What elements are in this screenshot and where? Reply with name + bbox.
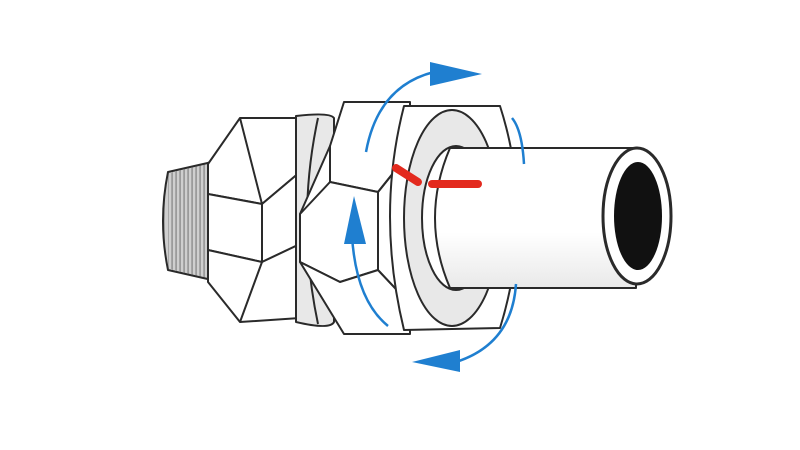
left-rotation-arrow [350, 235, 389, 327]
body-hex-nut [207, 117, 301, 323]
pipe-bore [614, 162, 662, 270]
top-arrowhead [430, 62, 482, 86]
inserted-pipe [434, 146, 673, 289]
top-rotation-arrow [364, 70, 435, 153]
right-rotation-arrow [511, 117, 526, 165]
curved-rotation-arrows-icon [344, 62, 526, 372]
threaded-male-end [162, 161, 213, 281]
nut-alignment-mark [392, 164, 422, 186]
alignment-mark-icon [392, 164, 482, 188]
bottom-arrowhead [412, 350, 460, 372]
left-arrowhead [344, 196, 366, 244]
bottom-rotation-arrow [455, 283, 518, 364]
pipe-body [434, 147, 637, 289]
